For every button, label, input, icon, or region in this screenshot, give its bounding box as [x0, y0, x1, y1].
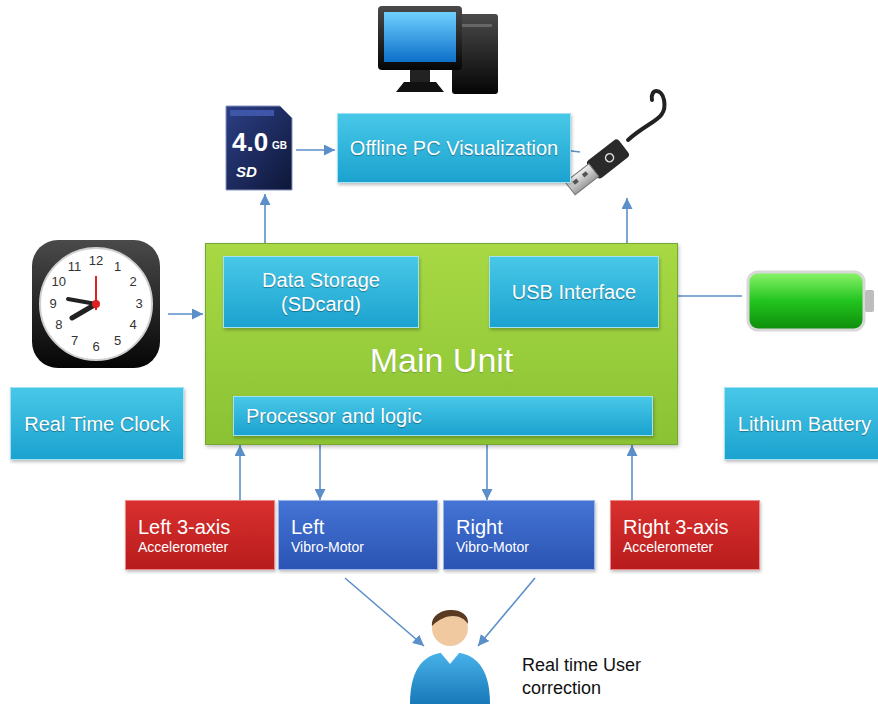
signal-arrow — [631, 445, 633, 500]
sensor-box: Right 3-axisAccelerometer — [610, 500, 760, 570]
box-subtitle: Accelerometer — [623, 539, 713, 556]
box-title: Offline PC Visualization — [350, 136, 558, 160]
user-icon — [410, 610, 490, 704]
usb-plug-icon — [563, 91, 664, 197]
arrow — [168, 313, 203, 315]
battery-box: Lithium Battery — [724, 387, 878, 460]
clock-numeral: 9 — [49, 297, 56, 311]
box-title: Left — [291, 515, 324, 539]
box-title: USB Interface — [512, 280, 637, 304]
output-box: Offline PC Visualization — [337, 113, 571, 183]
clock-numeral: 7 — [71, 334, 78, 348]
clock-numeral: 6 — [92, 340, 99, 354]
arrow — [626, 198, 628, 243]
capacity-text: 4.0 — [232, 128, 268, 157]
actuator-box: LeftVibro-Motor — [278, 500, 438, 570]
clock-box: Real Time Clock — [10, 387, 184, 460]
arrow — [296, 149, 335, 151]
arrow — [345, 578, 424, 646]
box-title: Main Unit — [206, 340, 677, 381]
sd-card-icon — [226, 106, 292, 190]
clock-numeral: 1 — [114, 260, 121, 274]
signal-arrow — [486, 445, 488, 500]
icon-arrows — [168, 148, 742, 646]
box-title: Real Time Clock — [24, 412, 170, 436]
clock-numeral: 11 — [68, 260, 82, 274]
clock-numeral: 5 — [114, 334, 121, 348]
unit-text: GB — [272, 140, 287, 151]
clock-numeral: 3 — [135, 297, 142, 311]
clock-numeral: 2 — [130, 275, 137, 289]
actuator-box: RightVibro-Motor — [443, 500, 595, 570]
clock-numeral: 12 — [89, 254, 103, 268]
signal-arrow — [319, 445, 321, 500]
interface-box: USB Interface — [489, 256, 659, 328]
box-title: Data Storage (SDcard) — [224, 268, 418, 316]
clock-numeral: 10 — [52, 275, 66, 289]
logo-text: SD — [236, 164, 257, 181]
box-title: Left 3-axis — [138, 515, 230, 539]
box-subtitle: Vibro-Motor — [456, 539, 529, 556]
main-unit-box: Main Unit Data Storage (SDcard) USB Interf… — [205, 243, 678, 445]
clock-icon — [32, 240, 160, 368]
box-subtitle: Accelerometer — [138, 539, 228, 556]
clock-numeral: 8 — [55, 318, 62, 332]
storage-box: Data Storage (SDcard) — [223, 256, 419, 328]
arrow — [478, 578, 535, 646]
computer-icon — [378, 6, 498, 94]
arrow — [264, 194, 266, 243]
battery-icon — [748, 272, 874, 330]
caption-text: Real time User correction — [522, 654, 692, 701]
sensor-box: Left 3-axisAccelerometer — [125, 500, 275, 570]
box-title: Right 3-axis — [623, 515, 729, 539]
signal-arrow — [239, 445, 241, 500]
clock-numeral: 4 — [130, 318, 137, 332]
processor-box: Processor and logic — [233, 396, 653, 436]
box-subtitle: Vibro-Motor — [291, 539, 364, 556]
box-title: Lithium Battery — [738, 412, 871, 436]
box-title: Processor and logic — [246, 404, 422, 428]
box-title: Right — [456, 515, 503, 539]
